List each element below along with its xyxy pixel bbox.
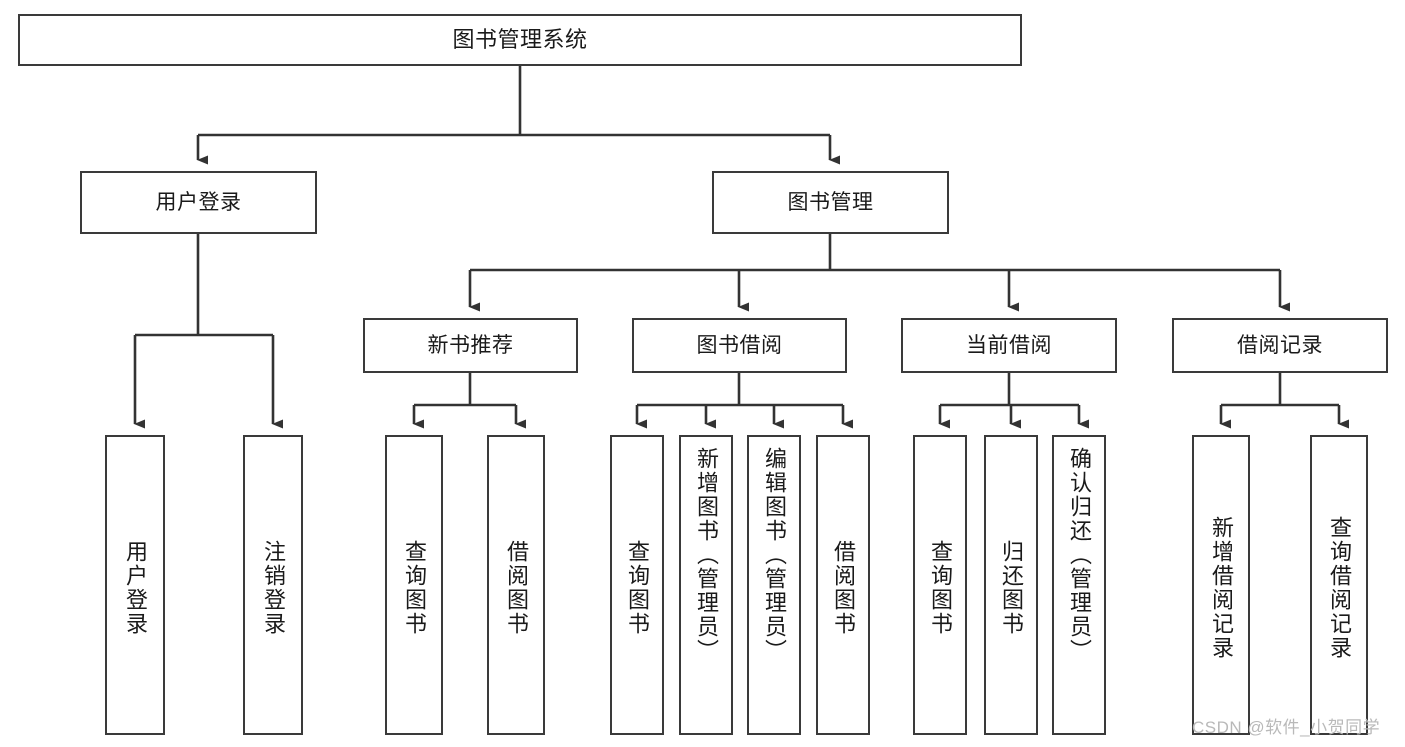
node-leaf-borrow-book-recommend-label: 借阅图书 xyxy=(504,540,529,636)
node-level2-new-book-recommend-label: 新书推荐 xyxy=(427,333,514,357)
node-leaf-query-book-borrow-label: 查询图书 xyxy=(625,540,650,636)
watermark-text: CSDN @软件_小贺同学 xyxy=(1192,718,1381,737)
node-leaf-borrow-book-recommend[interactable]: 借阅图书 xyxy=(487,435,545,735)
node-leaf-query-book-current[interactable]: 查询图书 xyxy=(913,435,967,735)
node-leaf-add-borrow-record[interactable]: 新增借阅记录 xyxy=(1192,435,1250,735)
node-leaf-query-borrow-record-label: 查询借阅记录 xyxy=(1327,516,1352,660)
node-leaf-query-book-recommend[interactable]: 查询图书 xyxy=(385,435,443,735)
node-leaf-logout[interactable]: 注销登录 xyxy=(243,435,303,735)
node-level1-user-login-label: 用户登录 xyxy=(155,190,242,214)
node-leaf-confirm-return-admin-label: 确认归还（管理员） xyxy=(1067,447,1092,663)
node-level2-current-borrow-label: 当前借阅 xyxy=(966,333,1052,357)
node-leaf-return-book-label: 归还图书 xyxy=(999,540,1024,636)
node-leaf-return-book[interactable]: 归还图书 xyxy=(984,435,1038,735)
node-leaf-edit-book-admin[interactable]: 编辑图书（管理员） xyxy=(747,435,801,735)
node-leaf-user-login-label: 用户登录 xyxy=(123,540,148,636)
node-root-label: 图书管理系统 xyxy=(452,26,588,52)
node-leaf-query-book-borrow[interactable]: 查询图书 xyxy=(610,435,664,735)
node-leaf-logout-label: 注销登录 xyxy=(261,540,286,636)
node-level1-book-management[interactable]: 图书管理 xyxy=(712,171,949,234)
node-leaf-borrow-book-label: 借阅图书 xyxy=(831,540,856,636)
node-leaf-confirm-return-admin[interactable]: 确认归还（管理员） xyxy=(1052,435,1106,735)
node-level1-user-login[interactable]: 用户登录 xyxy=(80,171,317,234)
node-leaf-edit-book-admin-label: 编辑图书（管理员） xyxy=(762,447,787,663)
node-root[interactable]: 图书管理系统 xyxy=(18,14,1022,66)
node-leaf-query-borrow-record[interactable]: 查询借阅记录 xyxy=(1310,435,1368,735)
node-level2-borrow-record[interactable]: 借阅记录 xyxy=(1172,318,1388,373)
node-level1-book-management-label: 图书管理 xyxy=(787,190,874,214)
node-level2-book-borrow-label: 图书借阅 xyxy=(696,333,783,357)
node-leaf-query-book-recommend-label: 查询图书 xyxy=(402,540,427,636)
node-leaf-borrow-book[interactable]: 借阅图书 xyxy=(816,435,870,735)
node-leaf-add-book-admin-label: 新增图书（管理员） xyxy=(694,447,719,663)
node-level2-new-book-recommend[interactable]: 新书推荐 xyxy=(363,318,578,373)
node-level2-borrow-record-label: 借阅记录 xyxy=(1237,333,1323,357)
node-level2-book-borrow[interactable]: 图书借阅 xyxy=(632,318,847,373)
node-leaf-query-book-current-label: 查询图书 xyxy=(928,540,953,636)
node-leaf-add-book-admin[interactable]: 新增图书（管理员） xyxy=(679,435,733,735)
node-leaf-add-borrow-record-label: 新增借阅记录 xyxy=(1209,516,1234,660)
node-leaf-user-login[interactable]: 用户登录 xyxy=(105,435,165,735)
node-level2-current-borrow[interactable]: 当前借阅 xyxy=(901,318,1117,373)
